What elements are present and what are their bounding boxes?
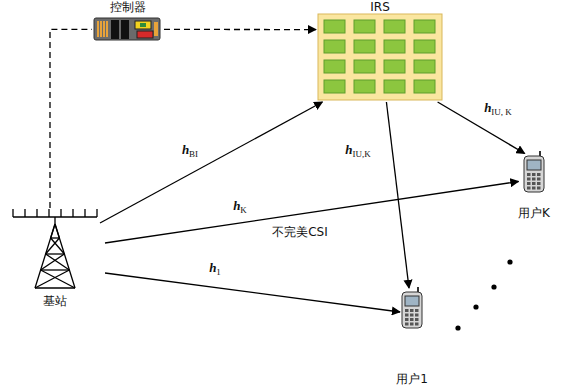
channel-label: h1 (207, 260, 223, 276)
dot (473, 304, 478, 309)
edge-label-wrap: hIU, K (482, 100, 514, 116)
dot (491, 284, 496, 289)
node-label: 基站 (43, 294, 67, 308)
channel-label: hIU,K (343, 142, 372, 158)
channel-label: hBI (180, 142, 200, 158)
node-label: IRS (370, 0, 390, 14)
edge-label-wrap: h1 (207, 260, 223, 276)
edge-label-wrap: hIU,K (343, 142, 372, 158)
irs-panel: IRS (316, 0, 444, 102)
edge-label-wrap: hBI (180, 142, 200, 158)
phone-icon (382, 286, 442, 386)
control-link (50, 29, 92, 208)
base-station: 基站 (5, 208, 105, 308)
node-label: 用户K (518, 206, 550, 220)
channel-label: hK (231, 198, 249, 214)
dot (455, 325, 460, 330)
irs-icon (316, 0, 444, 102)
user-terminal: 用户K (503, 150, 565, 220)
tower-icon (5, 208, 105, 308)
note-wrap: 不完美CSI (270, 224, 330, 240)
channel-arrow (100, 102, 322, 223)
note-label: 不完美CSI (270, 224, 330, 240)
control-link (164, 29, 316, 30)
channel-arrow (105, 273, 400, 312)
node-label: 控制器 (110, 0, 146, 14)
channel-arrow (386, 102, 409, 288)
controller-box: 控制器 (92, 0, 164, 42)
user-terminal: 用户1 (382, 286, 442, 386)
dot (507, 259, 512, 264)
channel-arrow (105, 182, 519, 244)
edge-label-wrap: hK (231, 198, 249, 214)
node-label: 用户1 (396, 372, 428, 386)
channel-label: hIU, K (482, 100, 514, 116)
